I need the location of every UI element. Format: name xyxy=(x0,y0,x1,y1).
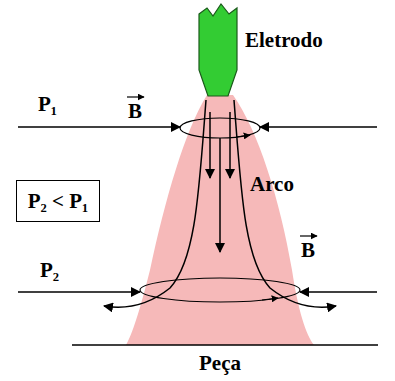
box-text: P₂ < P₁ xyxy=(28,191,89,212)
vector-arrow xyxy=(127,96,144,97)
field-ring-arrow xyxy=(236,135,250,137)
workpiece-line xyxy=(72,344,378,346)
field-label: B xyxy=(128,101,142,122)
label-text: P₁ xyxy=(38,92,57,116)
pressure-arrow xyxy=(18,126,180,127)
flow-arrow xyxy=(229,112,231,178)
label-text: P₂ xyxy=(40,258,59,282)
label-text: Eletrodo xyxy=(245,28,323,52)
label-text: B xyxy=(301,238,315,262)
workpiece-label: Peça xyxy=(199,353,241,374)
field-ring xyxy=(140,278,300,302)
condition-box: P₂ < P₁ xyxy=(16,180,100,222)
pressure-label: P₁ xyxy=(38,94,57,115)
vector-arrow xyxy=(300,235,317,236)
field-ring-arrow xyxy=(262,298,278,300)
flow-arrow xyxy=(219,138,221,252)
label-text: Arco xyxy=(250,172,294,196)
arc-plasma xyxy=(126,95,314,345)
electrode-label: Eletrodo xyxy=(245,30,323,51)
field-ring xyxy=(180,118,260,138)
pressure-arrow xyxy=(300,291,377,292)
label-text: Peça xyxy=(199,351,241,375)
electrode xyxy=(199,4,237,96)
pressure-arrow xyxy=(18,291,140,292)
label-text: B xyxy=(128,99,142,123)
flow-arrow xyxy=(209,112,211,178)
arc-label: Arco xyxy=(250,174,294,195)
pressure-label: P₂ xyxy=(40,260,59,281)
pressure-arrow xyxy=(260,126,377,127)
flow-curve xyxy=(234,100,336,307)
field-label: B xyxy=(301,240,315,261)
flow-curve xyxy=(104,100,206,307)
